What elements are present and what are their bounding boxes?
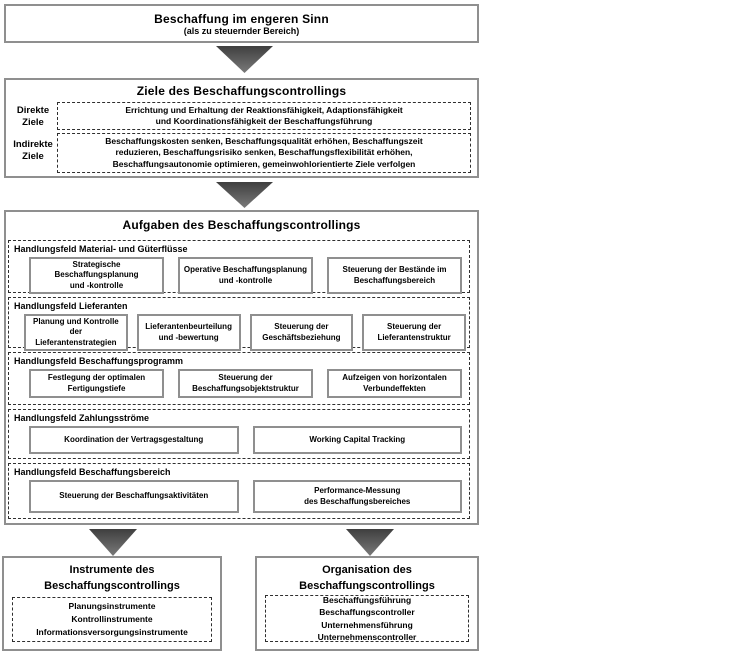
task-box: Lieferantenbeurteilung und -bewertung [136, 314, 241, 352]
indirekte-ziele-label: Indirekte Ziele [13, 139, 53, 162]
direkte-ziele-label: Direkte Ziele [16, 105, 50, 128]
instrumente-items: Planungsinstrumente Kontrollinstrumente … [12, 597, 212, 642]
handlungsfeld-label: Handlungsfeld Beschaffungsprogramm [14, 356, 184, 366]
task-box: Steuerung der Lieferantenstruktur [362, 314, 466, 352]
task-box: Strategische Beschaffungsplanung und -ko… [29, 257, 164, 295]
task-box: Operative Beschaffungsplanung und -kontr… [178, 257, 313, 295]
instrumente-title: Instrumente des Beschaffungscontrollings [44, 564, 180, 592]
scope-box: Beschaffung im engeren Sinn (als zu steu… [4, 4, 479, 43]
scope-title: Beschaffung im engeren Sinn [154, 11, 329, 26]
task-box: Aufzeigen von horizontalen Verbundeffekt… [327, 369, 462, 398]
direkte-ziele-text: Errichtung und Erhaltung der Reaktionsfä… [57, 102, 471, 130]
task-box: Steuerung der Bestände im Beschaffungsbe… [327, 257, 462, 295]
handlungsfeld-material-gueterfluesse: Handlungsfeld Material- und Güterflüsse … [8, 240, 470, 295]
task-box: Steuerung der Beschaffungsaktivitäten [29, 480, 239, 513]
scope-subtitle: (als zu steuernder Bereich) [183, 25, 300, 36]
task-box: Steuerung der Geschäftsbeziehung [249, 314, 354, 352]
task-row: Koordination der Vertragsgestaltung Work… [9, 426, 469, 454]
organisation-items: Beschaffungsführung Beschaffungscontroll… [265, 595, 469, 642]
organisation-title: Organisation des Beschaffungscontrolling… [299, 564, 435, 592]
handlungsfeld-label: Handlungsfeld Zahlungsströme [14, 413, 150, 423]
task-box: Steuerung der Beschaffungsobjektstruktur [178, 369, 313, 398]
handlungsfeld-label: Handlungsfeld Lieferanten [14, 301, 128, 311]
task-box: Festlegung der optimalen Fertigungstiefe [29, 369, 164, 398]
handlungsfeld-zahlungsstroeme: Handlungsfeld Zahlungsströme Koordinatio… [8, 409, 470, 459]
handlungsfeld-beschaffungsbereich: Handlungsfeld Beschaffungsbereich Steuer… [8, 463, 470, 519]
task-box: Performance-Messung des Beschaffungsbere… [252, 480, 462, 513]
handlungsfeld-label: Handlungsfeld Beschaffungsbereich [14, 467, 171, 477]
down-arrow-icon [346, 529, 394, 556]
task-row: Steuerung der Beschaffungsaktivitäten Pe… [9, 480, 469, 513]
ziele-title: Ziele des Beschaffungscontrollings [136, 84, 347, 98]
task-box: Working Capital Tracking [252, 426, 462, 454]
task-box: Koordination der Vertragsgestaltung [29, 426, 239, 454]
task-row: Strategische Beschaffungsplanung und -ko… [9, 257, 469, 295]
task-row: Planung und Kontrolle der Lieferantenstr… [9, 314, 469, 352]
aufgaben-title: Aufgaben des Beschaffungscontrollings [122, 218, 361, 232]
instrumente-box: Instrumente des Beschaffungscontrollings… [2, 556, 222, 651]
indirekte-ziele-text: Beschaffungskosten senken, Beschaffungsq… [57, 133, 471, 173]
handlungsfeld-lieferanten: Handlungsfeld Lieferanten Planung und Ko… [8, 297, 470, 352]
organisation-box: Organisation des Beschaffungscontrolling… [255, 556, 479, 651]
task-box: Planung und Kontrolle der Lieferantenstr… [24, 314, 128, 352]
aufgaben-box: Aufgaben des Beschaffungscontrollings Ha… [4, 210, 479, 525]
task-row: Festlegung der optimalen Fertigungstiefe… [9, 369, 469, 398]
ziele-box: Ziele des Beschaffungscontrollings Direk… [4, 78, 479, 178]
handlungsfeld-beschaffungsprogramm: Handlungsfeld Beschaffungsprogramm Festl… [8, 352, 470, 405]
down-arrow-icon [216, 182, 273, 208]
handlungsfeld-label: Handlungsfeld Material- und Güterflüsse [14, 244, 188, 254]
down-arrow-icon [89, 529, 137, 556]
down-arrow-icon [216, 46, 273, 73]
